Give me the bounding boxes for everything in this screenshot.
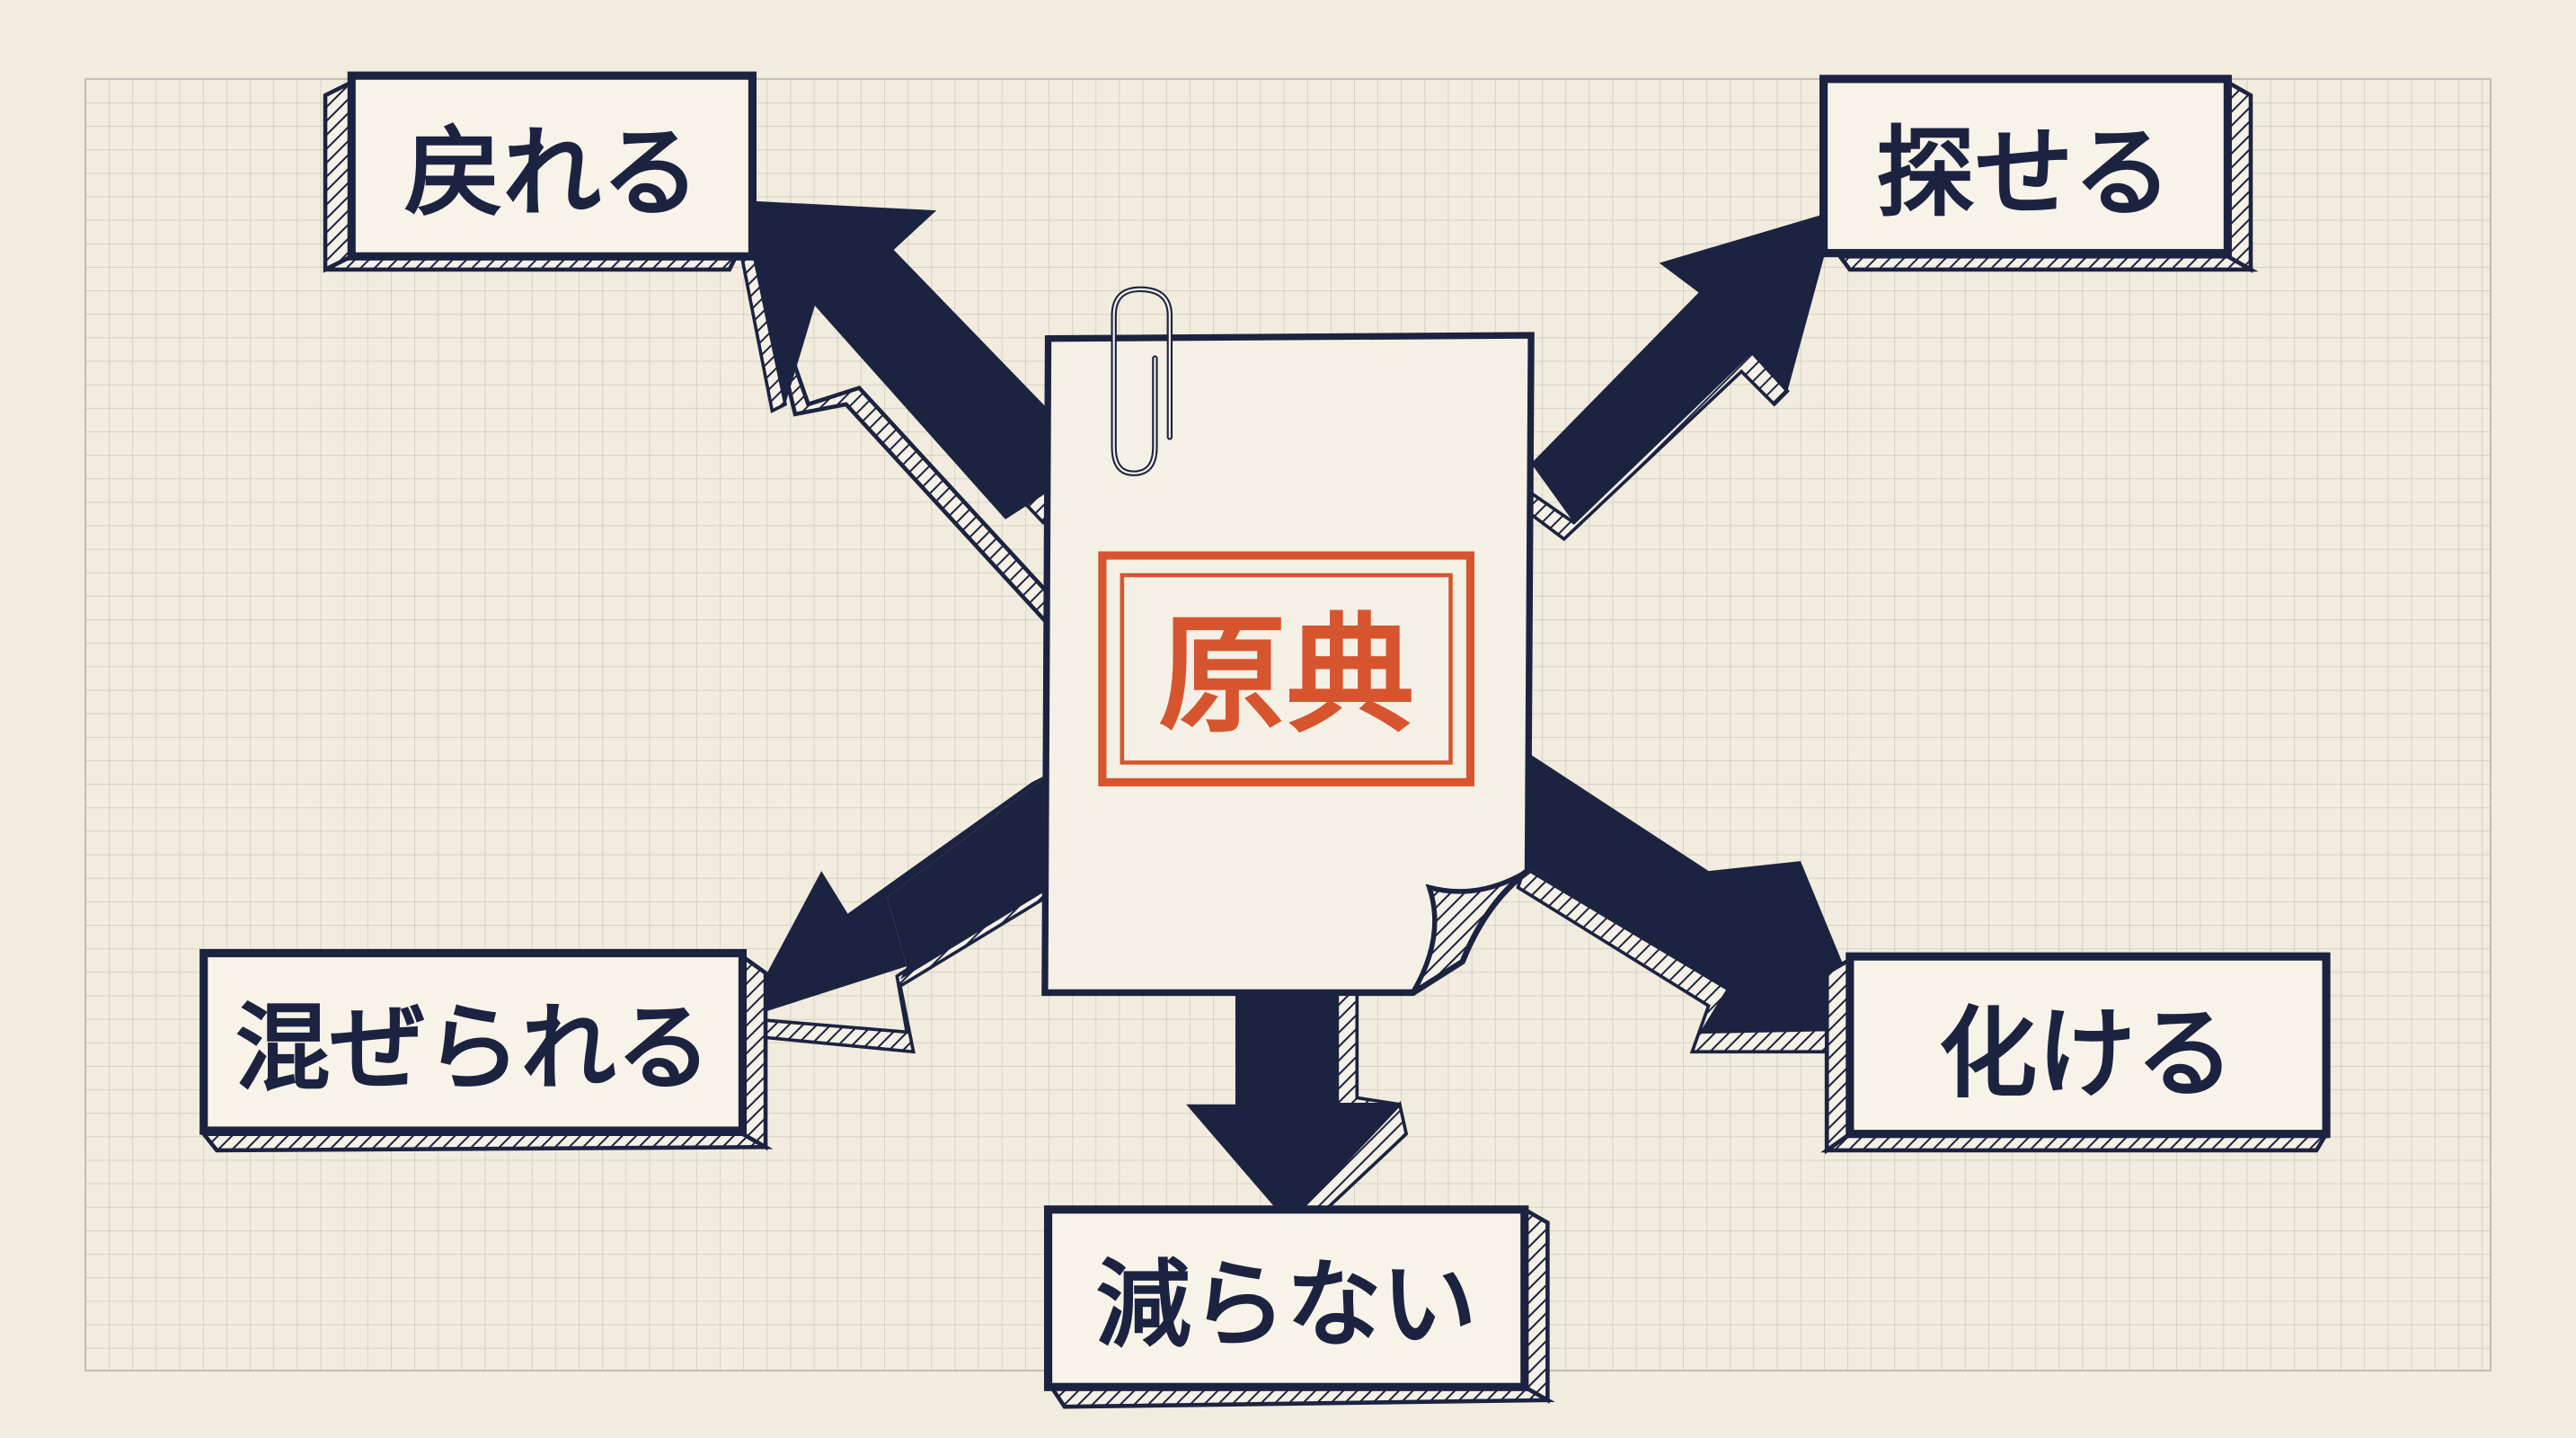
outcome-box-top-right: 探せる bbox=[1819, 75, 2259, 273]
stamp: 原典 bbox=[1098, 551, 1475, 786]
source-note: 原典 bbox=[1041, 286, 1535, 997]
outcome-label-top-right: 探せる bbox=[1876, 115, 2172, 230]
page-curl bbox=[1411, 868, 1530, 995]
outcome-box-top-left: 戻れる bbox=[323, 71, 757, 273]
outcome-label-mid-right: 化ける bbox=[1939, 996, 2235, 1111]
outcome-label-bottom: 減らない bbox=[1096, 1250, 1477, 1361]
outcome-label-top-left: 戻れる bbox=[404, 115, 700, 230]
outcome-box-bottom: 減らない bbox=[1043, 1205, 1555, 1409]
paperclip-icon bbox=[1111, 286, 1173, 476]
arrow-to-bottom bbox=[1186, 984, 1409, 1238]
center-label: 原典 bbox=[1158, 601, 1414, 750]
outcome-box-mid-left: 混ぜられる bbox=[199, 948, 774, 1153]
outcome-box-mid-right: 化ける bbox=[1820, 952, 2331, 1155]
arrow-to-top-right bbox=[1522, 210, 1837, 542]
outcome-label-mid-left: 混ぜられる bbox=[235, 994, 712, 1105]
